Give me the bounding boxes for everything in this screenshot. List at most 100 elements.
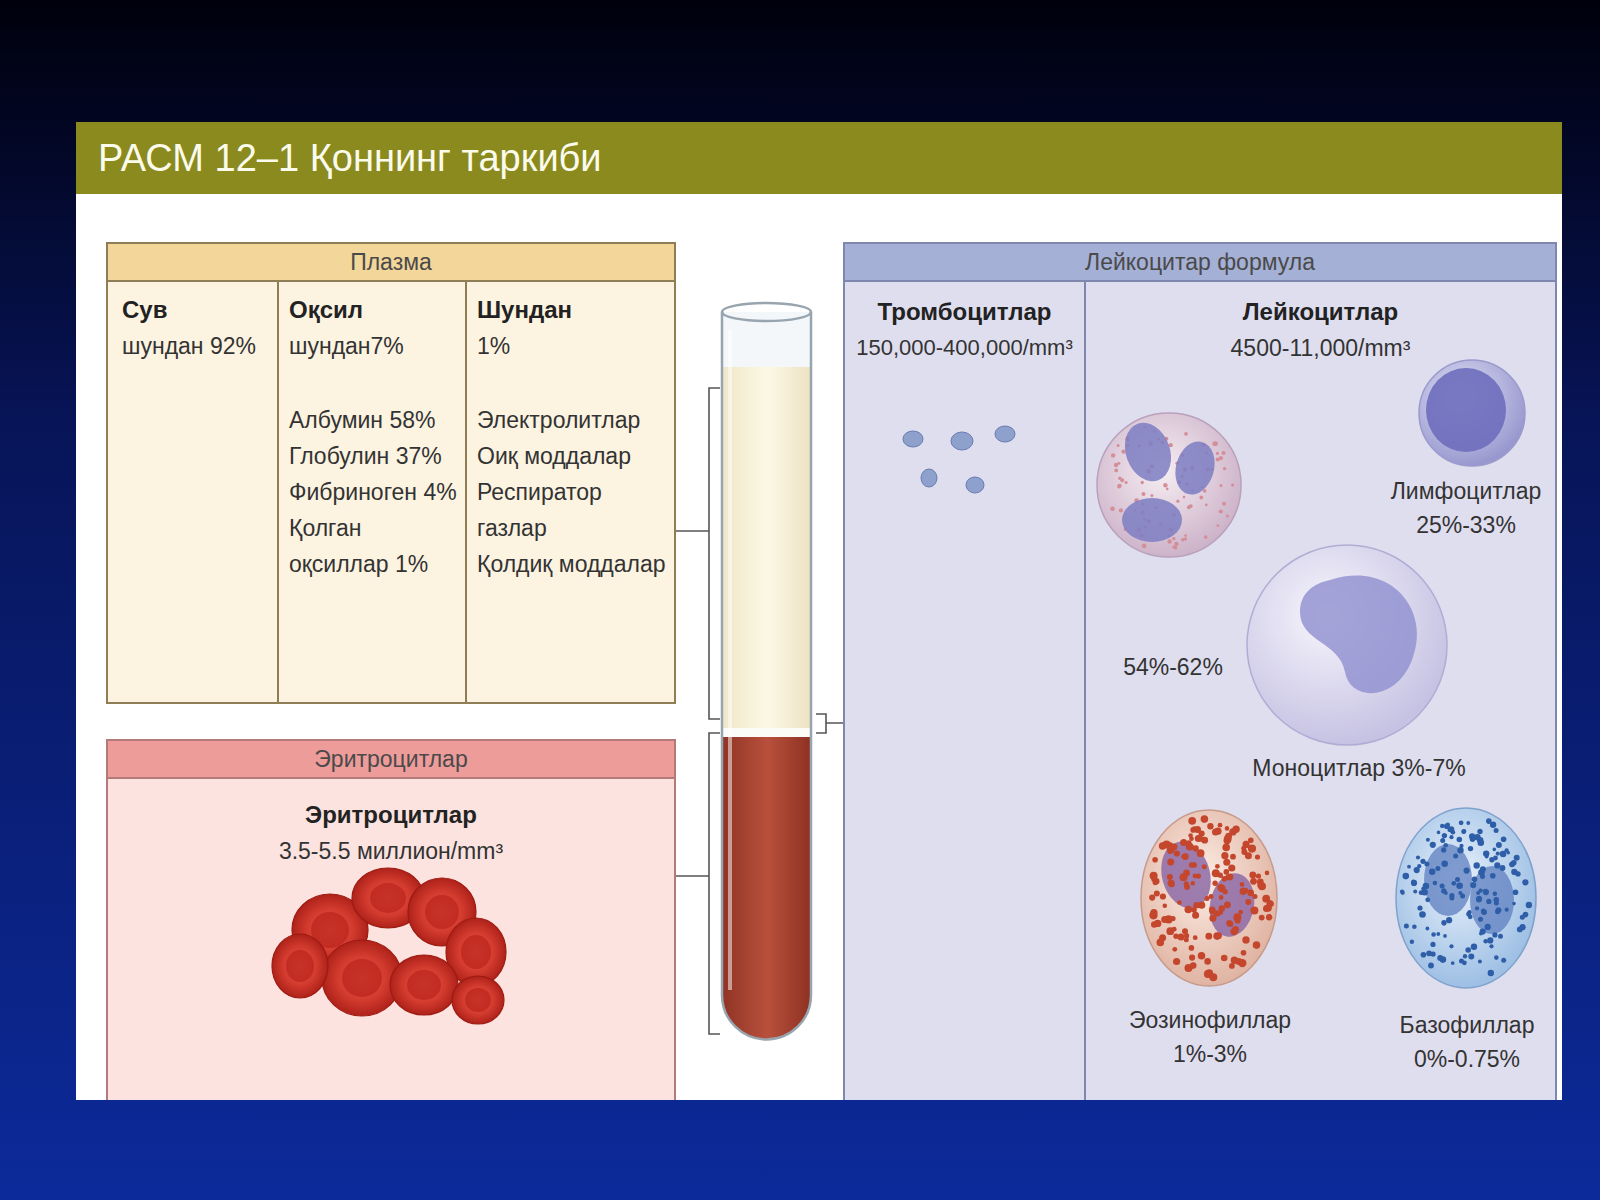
granule — [1163, 483, 1167, 487]
granule — [1172, 947, 1177, 952]
granule — [1412, 925, 1417, 930]
granule — [1166, 927, 1174, 935]
granule — [1235, 918, 1241, 924]
granule — [1189, 955, 1195, 961]
red-blood-cell — [390, 955, 458, 1015]
granule — [1437, 831, 1441, 835]
granule — [1431, 952, 1436, 957]
value-text: Фибриноген 4% — [289, 474, 459, 510]
granule — [1462, 829, 1466, 833]
granule — [1150, 494, 1153, 497]
granule — [1201, 837, 1208, 844]
granule — [1118, 484, 1122, 488]
granule — [1520, 915, 1525, 920]
tube-shine — [728, 330, 732, 990]
granule — [1167, 874, 1173, 880]
granule — [1114, 469, 1118, 473]
granule — [1228, 921, 1234, 927]
granule — [1218, 885, 1225, 892]
granule — [1426, 927, 1430, 931]
granule — [1512, 902, 1516, 906]
granule — [1440, 956, 1447, 963]
granule — [1184, 534, 1187, 537]
granule — [1212, 881, 1217, 886]
granule — [1111, 453, 1115, 457]
value-text: шундан7% — [289, 328, 459, 364]
granule — [1204, 958, 1211, 965]
plasma-bracket — [676, 388, 720, 719]
neutrophil-nucleus — [1117, 416, 1220, 542]
cell-label: Моноцитлар 3%-7% — [1229, 751, 1489, 785]
neutrophil — [1097, 413, 1241, 557]
granule — [1470, 882, 1476, 888]
granule — [1119, 508, 1123, 512]
granule — [1230, 854, 1236, 860]
granule — [1463, 954, 1467, 958]
nucleus-lobe — [1117, 416, 1179, 487]
granule — [1205, 896, 1210, 901]
test-tube — [720, 300, 815, 1047]
granule — [1496, 852, 1500, 856]
granule — [1225, 826, 1230, 831]
granule — [1205, 933, 1212, 940]
cell-center — [425, 895, 459, 929]
granule — [1160, 893, 1166, 899]
granule — [1490, 873, 1496, 879]
granule — [1478, 960, 1482, 964]
granule — [1224, 901, 1231, 908]
granule — [1219, 456, 1223, 460]
granule — [1118, 476, 1122, 480]
plasma-column: Шундан1%ЭлектролитларОиқ моддаларРеспира… — [467, 282, 674, 702]
granule — [1193, 845, 1199, 851]
granule — [1218, 823, 1223, 828]
granule — [1476, 897, 1482, 903]
cell-label: Эозинофиллар 1%-3% — [1118, 1003, 1303, 1071]
platelet-column: Тромбоцитлар150,000-400,000/mm³ — [845, 282, 1086, 1100]
granule — [1481, 909, 1487, 915]
granule — [1142, 492, 1146, 496]
value-text: Оиқ моддалар — [477, 438, 668, 474]
value-text: шундан 92% — [122, 328, 271, 364]
granule — [1441, 847, 1446, 852]
granule — [1443, 843, 1448, 848]
granule — [1501, 958, 1506, 963]
granule — [1498, 934, 1503, 939]
granule — [1242, 936, 1249, 943]
granule — [1154, 890, 1160, 896]
granule — [1430, 942, 1435, 947]
granule — [1224, 859, 1230, 865]
panel-header: Плазма — [108, 244, 674, 282]
granule — [1185, 906, 1193, 914]
granule — [1421, 952, 1427, 958]
cell-center — [461, 935, 491, 969]
granule — [1444, 823, 1450, 829]
red-blood-cell — [272, 934, 328, 998]
granule — [1226, 515, 1229, 518]
granule — [1241, 846, 1246, 851]
granule — [1505, 908, 1509, 912]
tube-buffy-coat — [720, 728, 815, 737]
granule — [1141, 481, 1144, 484]
value-text: Қолган оқсиллар 1% — [289, 510, 459, 582]
granule — [1240, 888, 1247, 895]
granule — [1220, 484, 1223, 487]
granule — [1436, 932, 1440, 936]
granule — [1176, 500, 1179, 503]
value-text: 4500-11,000/mm³ — [1090, 330, 1551, 366]
granule — [1424, 862, 1429, 867]
nucleus-lobe — [1424, 844, 1472, 916]
nucleus-lobe — [1205, 870, 1259, 941]
platelet — [921, 469, 937, 487]
granule — [1183, 870, 1190, 877]
cell-label: Лимфоцитлар 25%-33% — [1379, 474, 1554, 542]
granule — [1441, 888, 1446, 893]
granule — [1522, 879, 1528, 885]
granule — [1517, 927, 1523, 933]
white-panel — [76, 122, 1562, 1100]
lymphocyte-nucleus — [1426, 368, 1506, 452]
value-text: Албумин 58% — [289, 402, 459, 438]
erythrocyte-panel: ЭритроцитларЭритроцитлар3.5-5.5 миллион/… — [106, 739, 676, 1100]
granule — [1207, 823, 1213, 829]
lymphocyte-body — [1419, 360, 1525, 466]
granule — [1443, 934, 1447, 938]
